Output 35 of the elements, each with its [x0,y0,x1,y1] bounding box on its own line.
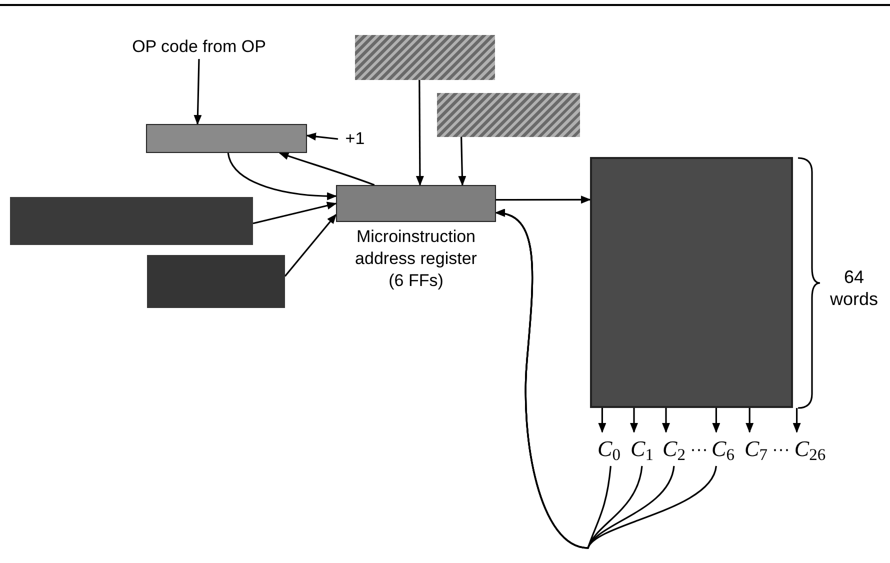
arrow [284,214,337,277]
arrow [598,408,606,433]
register-box [336,185,496,222]
register-caption: Microinstruction address register (6 FFs) [354,226,478,292]
input-label: OP code from OP [110,35,288,59]
word-count-label: 64 words [828,266,879,310]
register-box [355,35,495,80]
register-box [437,93,580,137]
arrow [712,408,720,433]
arrow [458,136,466,186]
register-box [10,197,253,245]
arrow [252,202,337,224]
arrow [194,58,202,125]
arrow [227,152,337,200]
arrow [630,408,638,433]
ellipsis: ··· [690,438,706,461]
ellipsis: ··· [772,438,788,461]
arrow [495,210,717,549]
signal-label: C$_{0}$ [592,432,626,466]
arrow [496,196,591,204]
register-box [146,124,307,153]
arrow [662,408,670,433]
increment-label: +1 [338,127,372,151]
signal-label: C$_{26}$ [788,432,832,466]
signal-label: C$_{7}$ [740,432,772,466]
arrow [746,408,754,433]
arrow [792,408,801,433]
register-box [147,255,285,308]
signal-label: C$_{1}$ [626,432,658,466]
arrow [416,80,424,186]
arrow [278,152,375,186]
signal-label: C$_{2}$ [658,432,690,466]
register-box [590,157,793,408]
arrow [306,132,338,141]
signal-label: C$_{6}$ [706,432,740,466]
